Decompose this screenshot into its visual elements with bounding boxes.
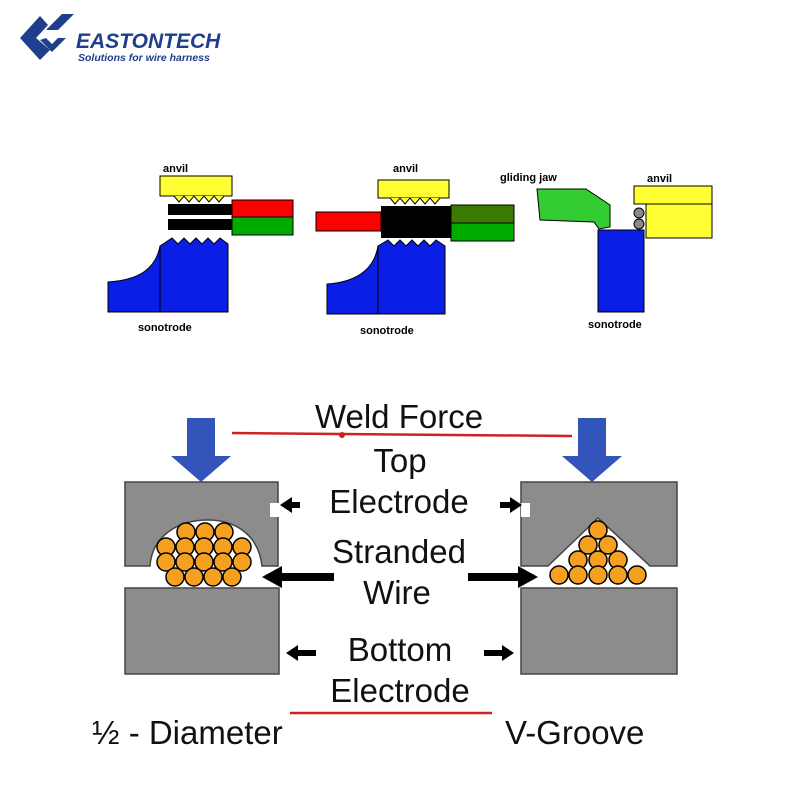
panel-1: anvil sonotrode (107, 163, 294, 334)
panel-1-wire-top (168, 204, 232, 215)
panel-2-sonotrode (326, 239, 446, 315)
panel-1-wire-bottom (168, 219, 232, 230)
panel-2-green-wire (450, 222, 515, 242)
panel-3-sonotrode (597, 229, 645, 313)
v-groove-caption: V-Groove (505, 714, 644, 751)
left-bottom-electrode (124, 587, 280, 675)
wire-strand (156, 552, 176, 572)
panel-1-sonotrode-label: sonotrode (138, 322, 192, 334)
panel-2-anvil-teeth (389, 197, 441, 205)
brand-name: EASTONTECH (76, 30, 221, 53)
wire-strand (608, 565, 628, 585)
wire-strand (194, 552, 214, 572)
panel-1-sonotrode (107, 237, 229, 313)
panel-2-wire-bundle (381, 206, 451, 238)
panel-2-dark-green-wire (450, 204, 515, 224)
wire-strand (627, 565, 647, 585)
logo-mark (20, 14, 74, 60)
wire-strand (549, 565, 569, 585)
panel-3-anvil-top (633, 185, 713, 205)
panel-2-red-wire (315, 211, 382, 232)
electrode-diagram: Weld Force Top Electrode Stranded Wire B… (92, 398, 678, 751)
weld-force-line (231, 431, 573, 438)
brand-tagline: Solutions for wire harness (78, 52, 210, 64)
top-electrode-label: Electrode (329, 483, 468, 520)
panel-1-green-wire (231, 216, 294, 236)
panel-2-anvil (377, 179, 450, 199)
wire-strand (184, 567, 204, 587)
panel-2-anvil-label: anvil (393, 163, 418, 175)
panel-3-gliding-jaw-label: gliding jaw (500, 172, 557, 184)
weld-force-arrow-left (171, 418, 231, 482)
wire-strand (598, 535, 618, 555)
wire-arrow-right (468, 566, 538, 588)
wire-strand (578, 535, 598, 555)
panel-3-wire-upper (633, 207, 645, 219)
wire-arrow-left (262, 566, 334, 588)
panel-3-sonotrode-label: sonotrode (588, 319, 642, 331)
stranded-label: Stranded (332, 533, 466, 570)
left-top-electrode (124, 481, 279, 567)
panel-1-anvil-teeth (173, 195, 225, 203)
bottom-label: Bottom (348, 631, 453, 668)
wire-strand (232, 552, 252, 572)
bottom-arrow-left (286, 645, 316, 661)
bottom-electrode-label: Electrode (330, 672, 469, 709)
panel-1-red-wire (231, 199, 294, 218)
panel-1-anvil-label: anvil (163, 163, 188, 175)
right-bottom-electrode (520, 587, 678, 675)
eastontech-logo: EASTONTECH Solutions for wire harness (20, 14, 221, 64)
panel-2: anvil sonotrode (315, 163, 515, 337)
panel-2-sonotrode-label: sonotrode (360, 325, 414, 337)
wire-strand (165, 567, 185, 587)
top-label: Top (373, 442, 426, 479)
panel-3-anvil-bottom (645, 203, 713, 239)
panel-3-gliding-jaw (536, 188, 611, 230)
wire-strand (588, 565, 608, 585)
half-diameter-caption: ½ - Diameter (92, 714, 283, 751)
wire-strand (222, 567, 242, 587)
right-top-electrode (520, 481, 678, 567)
wire-strand (203, 567, 223, 587)
panel-3: gliding jaw anvil sonotrode (500, 172, 713, 331)
bottom-arrow-right (484, 645, 514, 661)
weld-force-arrow-right (562, 418, 622, 482)
wire-strand (588, 520, 608, 540)
wire-strand (568, 565, 588, 585)
electrode-arrow-right (500, 497, 522, 513)
electrode-arrow-left (280, 497, 300, 513)
left-electrode-notch (270, 503, 279, 517)
right-electrode-notch (521, 503, 530, 517)
panel-3-anvil-label: anvil (647, 173, 672, 185)
left-stranded-wire (156, 522, 252, 587)
wire-strand (175, 552, 195, 572)
panel-1-anvil (159, 175, 233, 197)
right-stranded-wire (549, 520, 647, 585)
weld-force-label: Weld Force (315, 398, 483, 435)
panel-3-wire-lower (633, 218, 645, 230)
wire-label: Wire (363, 574, 431, 611)
wire-strand (213, 552, 233, 572)
